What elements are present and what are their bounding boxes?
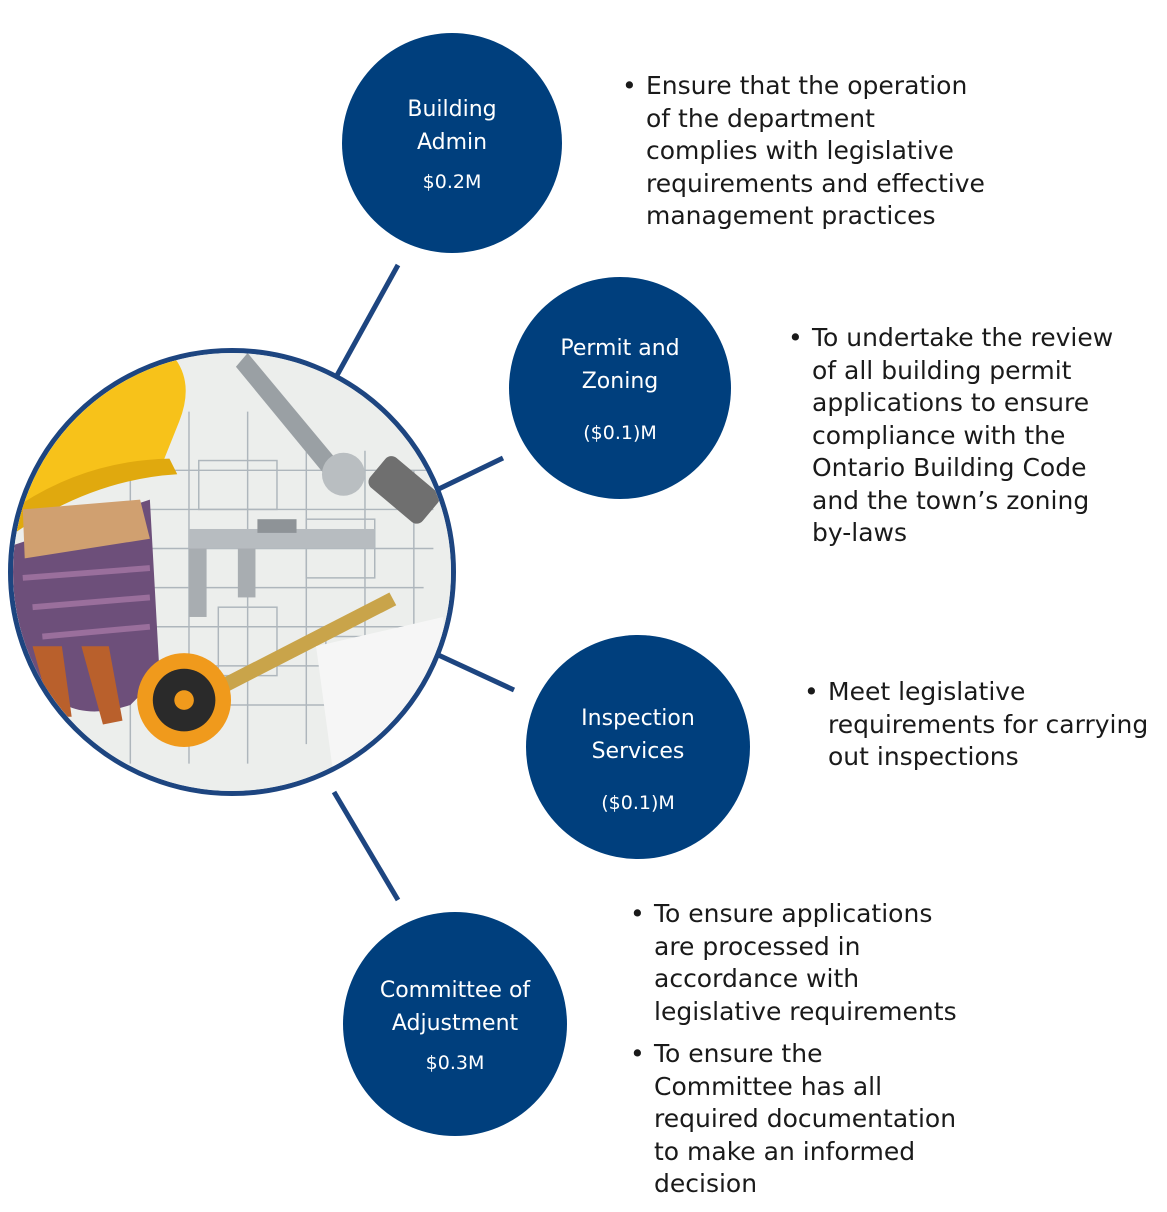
bullet-dot-icon: • bbox=[788, 323, 803, 352]
caliper-icon bbox=[188, 519, 375, 617]
committee-of-adjustment-description: • To ensure applications are processed in… bbox=[630, 898, 1050, 1201]
unit-name: Committee of Adjustment bbox=[379, 978, 531, 1036]
construction-tools-illustration bbox=[13, 353, 451, 791]
bullet-item: • To ensure the Committee has all require… bbox=[630, 1038, 1050, 1201]
unit-building-admin: Building Admin $0.2M bbox=[342, 33, 562, 253]
bullet-dot-icon: • bbox=[804, 677, 819, 706]
bullet-dot-icon: • bbox=[630, 1039, 645, 1068]
unit-committee-of-adjustment: Committee of Adjustment $0.3M bbox=[343, 912, 567, 1136]
unit-inspection-services: Inspection Services ($0.1)M bbox=[526, 635, 750, 859]
bullet-text: To ensure applications are processed in … bbox=[654, 899, 957, 1026]
unit-amount: ($0.1)M bbox=[583, 422, 657, 444]
permit-and-zoning-description: • To undertake the review of all building… bbox=[788, 322, 1166, 550]
bullet-text: Meet legislative requirements for carryi… bbox=[828, 677, 1149, 771]
building-admin-description: • Ensure that the operation of the depart… bbox=[622, 70, 1042, 233]
connector-committee bbox=[331, 790, 401, 902]
bullet-dot-icon: • bbox=[622, 71, 637, 100]
tape-measure-icon bbox=[137, 592, 397, 748]
unit-amount: $0.3M bbox=[425, 1052, 485, 1074]
unit-permit-and-zoning: Permit and Zoning ($0.1)M bbox=[509, 277, 731, 499]
bullet-text: Ensure that the operation of the departm… bbox=[646, 71, 985, 230]
inspection-services-description: • Meet legislative requirements for carry… bbox=[804, 676, 1166, 774]
bullet-item: • Ensure that the operation of the depart… bbox=[622, 70, 1042, 233]
wrench-icon bbox=[235, 353, 440, 524]
unit-amount: ($0.1)M bbox=[601, 792, 675, 814]
work-glove-icon bbox=[13, 499, 160, 725]
unit-name: Permit and Zoning bbox=[560, 336, 680, 394]
bullet-text: To ensure the Committee has all required… bbox=[654, 1039, 957, 1198]
bullet-item: • Meet legislative requirements for carry… bbox=[804, 676, 1166, 774]
unit-amount: $0.2M bbox=[422, 171, 482, 193]
bullet-item: • To ensure applications are processed in… bbox=[630, 898, 1050, 1028]
bullet-dot-icon: • bbox=[630, 899, 645, 928]
bullet-text: To undertake the review of all building … bbox=[812, 323, 1114, 547]
bullet-item: • To undertake the review of all building… bbox=[788, 322, 1166, 550]
unit-name: Inspection Services bbox=[581, 706, 695, 764]
unit-name: Building Admin bbox=[407, 97, 497, 155]
connector-inspection bbox=[432, 650, 516, 693]
construction-tools-photo bbox=[8, 348, 456, 796]
connector-building-admin bbox=[327, 263, 401, 390]
